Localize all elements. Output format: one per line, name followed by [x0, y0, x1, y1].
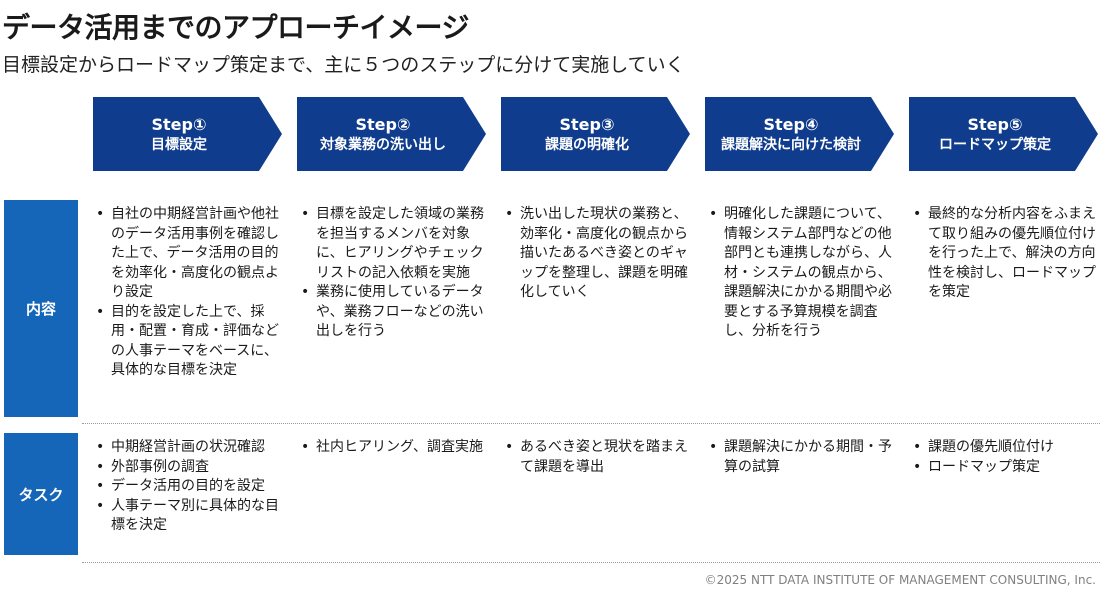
step-5-number: Step⑤ [967, 114, 1023, 134]
step-1-number: Step① [151, 114, 207, 134]
step-5-arrow-shape [909, 97, 1098, 171]
content-cell-step-4: 明確化した課題について、情報システム部門などの他部門とも連携しながら、人材・シス… [706, 205, 896, 342]
step-2: Step② 対象業務の洗い出し [297, 97, 486, 171]
step-3: Step③ 課題の明確化 [501, 97, 690, 171]
list-item: 課題解決にかかる期間・予算の試算 [706, 438, 896, 477]
step-4-number: Step④ [763, 114, 819, 134]
content-cell-step-5: 最終的な分析内容をふまえて取り組みの優先順位付けを行った上で、解決の方向性を検討… [910, 205, 1100, 303]
step-1: Step① 目標設定 [93, 97, 282, 171]
page-subtitle: 目標設定からロードマップ策定まで、主に５つのステップに分けて実施していく [2, 54, 685, 76]
content-cell-step-3: 洗い出した現状の業務と、効率化・高度化の観点から描いたあるべき姿とのギャップを整… [502, 205, 692, 303]
step-5: Step⑤ ロードマップ策定 [909, 97, 1098, 171]
step-2-arrow-shape [297, 97, 486, 171]
list-item: 洗い出した現状の業務と、効率化・高度化の観点から描いたあるべき姿とのギャップを整… [502, 205, 692, 303]
list-item: 人事テーマ別に具体的な目標を決定 [93, 497, 283, 536]
step-2-name: 対象業務の洗い出し [320, 136, 446, 153]
step-4: Step④ 課題解決に向けた検討 [705, 97, 894, 171]
task-cell-step-2: 社内ヒアリング、調査実施 [298, 438, 488, 458]
step-2-number: Step② [355, 114, 411, 134]
task-cell-step-1: 中期経営計画の状況確認 外部事例の調査 データ活用の目的を設定 人事テーマ別に具… [93, 438, 283, 536]
step-5-name: ロードマップ策定 [939, 136, 1051, 153]
list-item: データ活用の目的を設定 [93, 477, 283, 497]
step-4-arrow-shape [705, 97, 894, 171]
list-item: 業務に使用しているデータや、業務フローなどの洗い出しを行う [298, 283, 488, 342]
list-item: 目的を設定した上で、採用・配置・育成・評価などの人事テーマをベースに、具体的な目… [93, 303, 283, 381]
step-3-number: Step③ [559, 114, 615, 134]
task-cell-step-4: 課題解決にかかる期間・予算の試算 [706, 438, 896, 477]
list-item: 自社の中期経営計画や他社のデータ活用事例を確認した上で、データ活用の目的を効率化… [93, 205, 283, 303]
step-1-name: 目標設定 [151, 136, 207, 153]
step-3-name: 課題の明確化 [545, 136, 629, 153]
list-item: 中期経営計画の状況確認 [93, 438, 283, 458]
row-divider [82, 423, 1100, 424]
page-title: データ活用までのアプローチイメージ [2, 11, 469, 44]
list-item: 最終的な分析内容をふまえて取り組みの優先順位付けを行った上で、解決の方向性を検討… [910, 205, 1100, 303]
step-1-arrow-shape [93, 97, 282, 171]
step-flow: Step① 目標設定 Step② 対象業務の洗い出し Step③ 課題の明確化 … [93, 97, 1103, 171]
copyright-notice: ©2025 NTT DATA INSTITUTE OF MANAGEMENT C… [704, 573, 1096, 587]
task-cell-step-5: 課題の優先順位付け ロードマップ策定 [910, 438, 1100, 477]
list-item: 目標を設定した領域の業務を担当するメンバを対象に、ヒアリングやチェックリストの記… [298, 205, 488, 283]
content-cell-step-1: 自社の中期経営計画や他社のデータ活用事例を確認した上で、データ活用の目的を効率化… [93, 205, 283, 381]
row-label-task: タスク [4, 433, 78, 555]
task-cell-step-3: あるべき姿と現状を踏まえて課題を導出 [502, 438, 692, 477]
list-item: ロードマップ策定 [910, 458, 1100, 478]
step-3-arrow-shape [501, 97, 690, 171]
list-item: 課題の優先順位付け [910, 438, 1100, 458]
row-label-content: 内容 [4, 200, 78, 417]
content-cell-step-2: 目標を設定した領域の業務を担当するメンバを対象に、ヒアリングやチェックリストの記… [298, 205, 488, 342]
list-item: 明確化した課題について、情報システム部門などの他部門とも連携しながら、人材・シス… [706, 205, 896, 342]
step-4-name: 課題解決に向けた検討 [721, 136, 861, 153]
list-item: あるべき姿と現状を踏まえて課題を導出 [502, 438, 692, 477]
bottom-divider [82, 562, 1100, 563]
list-item: 社内ヒアリング、調査実施 [298, 438, 488, 458]
list-item: 外部事例の調査 [93, 458, 283, 478]
